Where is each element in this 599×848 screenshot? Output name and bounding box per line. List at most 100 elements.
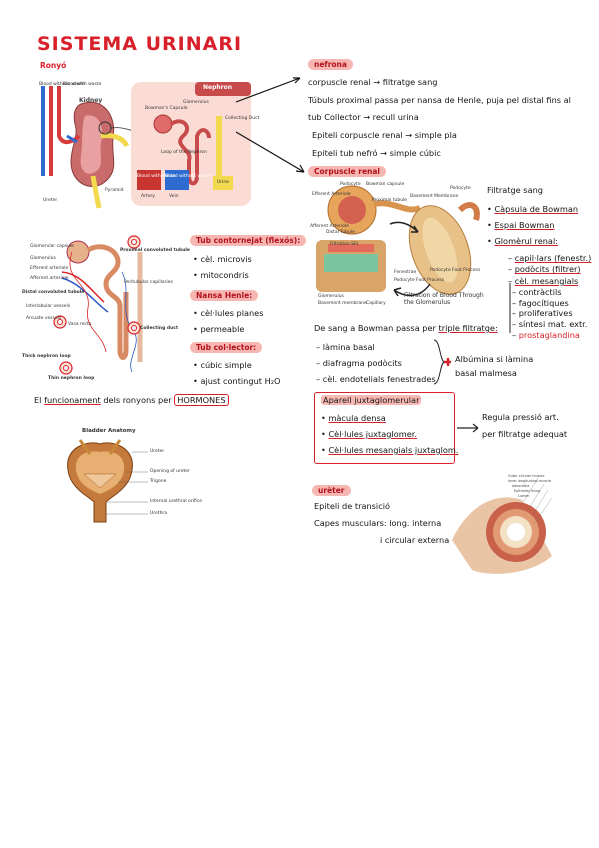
tub-col-item-1: cúbic simple — [200, 360, 252, 370]
hormones-box: HORMONES — [174, 394, 229, 406]
page-title: SISTEMA URINARI — [37, 33, 243, 55]
bladder-label-internal-orifice: Internal urethral orifice — [150, 499, 202, 504]
filtrage-item-fenestrades: cèl. endotelials fenestrades — [322, 373, 436, 384]
corpuscle-label-capillary: Capillary — [366, 301, 386, 306]
bladder-label-ureter: Ureter — [150, 449, 165, 454]
nephron-box-urine: Urine — [217, 180, 230, 185]
corpuscle-figure: Podocyte Bowman capsule Efferent Arterio… — [310, 180, 485, 315]
corpuscle-label-basement-2: Basement membrane — [318, 301, 367, 306]
tubule-label-thick-loop: Thick nephron loop — [22, 354, 71, 359]
jg-item-macula: màcula densa — [328, 413, 386, 423]
jg-box: Aparell juxtaglomerular màcula densa Cèl… — [314, 392, 458, 464]
jg-title-text: Aparell juxtaglomerular — [321, 395, 422, 405]
bladder-label-opening: Opening of ureter — [150, 469, 190, 474]
mesangial-prostaglandina: prostaglandina — [518, 329, 580, 340]
filtrage-brace — [433, 339, 451, 385]
nansa-list: cèl·lules planes permeable — [193, 306, 263, 338]
corpuscle-label-fenestrae: Fenestrae — [394, 270, 417, 275]
heading-tub-collector: Tub col·lector: — [190, 342, 263, 353]
tubule-label-glomerular-capsule: Glomerular capsule — [30, 244, 74, 249]
nephron-label-collecting-duct: Collecting Duct — [225, 116, 260, 121]
kidney-label-blood-with-waste: Blood with waste — [63, 82, 102, 87]
bladder-label-trigone: Trigone — [150, 479, 167, 484]
bladder-label-urethra: Urethra — [150, 511, 168, 516]
mesangial-sintesi: síntesi mat. extr. — [518, 318, 588, 329]
tubule-label-efferent: Efferent arteriole — [30, 266, 69, 271]
tub-contornejat-list: cèl. microvis mitocondris — [193, 252, 252, 284]
funcionament-mid: funcionament — [44, 395, 101, 405]
mesangial-fagocitiques: fagocítiques — [518, 297, 569, 308]
corpuscle-label-glomerulus: Glomerulus — [318, 294, 344, 299]
tubule-figure: Glomerular capsule Proximal convoluted t… — [22, 232, 190, 382]
corpuscle-label-distal: Distal Tubule — [326, 230, 355, 235]
filtrage-highlight: triple filtratge: — [438, 323, 498, 333]
filtrage-line: De sang a Bowman passa per triple filtra… — [314, 323, 498, 334]
jg-right-1: Regula pressió art. — [482, 412, 559, 422]
ureter-fig-outer: Outer circular muscle — [508, 474, 545, 478]
section-heading-ureter: urèter — [312, 485, 351, 496]
nansa-item-1: cèl·lules planes — [200, 308, 264, 318]
nefrona-line-1: corpuscle renal → filtratge sang — [308, 77, 438, 87]
kidney-nephron-figure: Blood without waste Blood with waste Kid… — [33, 76, 260, 211]
page-subtitle: Ronyó — [40, 61, 67, 70]
tubule-label-distal: Distal convoluted tubule — [22, 290, 85, 295]
jg-right-2: per filtratge adequat — [482, 429, 568, 439]
nefrona-line-tubule: Túbuls proximal passa per nansa de Henle… — [308, 95, 571, 105]
ureter-fig-inner: Inner longitudinal muscle — [508, 479, 552, 483]
ureter-line-2: Capes musculars: long. interna — [314, 518, 442, 528]
tub1-item-2: mitocondris — [200, 269, 249, 280]
jg-arrow — [457, 423, 479, 433]
filtrage-item-diafragma: diafragma podòcits — [322, 357, 402, 368]
tub-col-item-2: ajust contingut H₂O — [200, 375, 281, 386]
filtrage-list: làmina basal diafragma podòcits cèl. end… — [316, 340, 436, 388]
tubule-label-vasa-recta: Vasa recta — [68, 322, 92, 327]
nephron-label-vein: Vein — [169, 194, 179, 199]
section-heading-corpuscle: Corpuscle renal — [308, 166, 386, 177]
nefrona-line-2: tub Collector → recull urina — [308, 112, 419, 122]
ureter-line-3: i circular externa — [380, 535, 450, 545]
tubule-label-peritubular: Peritubular capillaries — [124, 280, 173, 285]
corpuscle-label-efferent: Efferent Arteriole — [312, 192, 351, 197]
connector-arrows — [235, 77, 305, 173]
tubule-label-thin-loop: Thin nephron loop — [48, 376, 95, 381]
nephron-box-blood-with-waste: Blood with waste — [137, 174, 176, 179]
nephron-panel-title: Nephron — [203, 84, 233, 91]
tubule-label-arcuate: Arcuate vessels — [26, 316, 62, 321]
tubule-label-afferent: Afferent arteriole — [30, 276, 69, 281]
tub-collector-list: cúbic simple ajust contingut H₂O — [193, 358, 280, 390]
funcionament-line: El funcionament dels ronyons per HORMONE… — [34, 394, 229, 406]
tubule-label-glomerulus: Glomerulus — [30, 256, 56, 261]
tub1-item-1: cèl. microvis — [200, 254, 252, 264]
filtratge-item-espai: Espai Bowman — [494, 219, 555, 230]
corpuscle-label-podocyte-2: Podocyte — [450, 186, 471, 191]
filtratge-list: Càpsula de Bowman Espai Bowman Glomèrul … — [487, 202, 578, 250]
ureter-line-1: Epiteli de transició — [314, 501, 390, 511]
corpuscle-label-basement: Basement Membrane — [410, 194, 459, 199]
nephron-label-glomerulus: Glomerulus — [183, 100, 209, 105]
ureter-fig-epithelial: Epithelial lining — [514, 489, 541, 493]
corpuscle-label-proximal: Proximal tubule — [372, 198, 408, 203]
tubule-illustration — [53, 235, 143, 375]
kidney-label-ureter: Ureter — [43, 198, 58, 203]
nephron-label-artery: Artery — [141, 194, 155, 199]
corpuscle-label-afferent: Afferent Arteriole — [310, 224, 349, 229]
jg-list: màcula densa Cèl·lules juxtaglomer. Cèl·… — [321, 411, 458, 459]
corpuscle-label-filtration-slit: Filtration Slit — [330, 242, 359, 247]
kidney-label-pyramid: Pyramid — [105, 188, 124, 193]
bladder-title: Bladder Anatomy — [82, 428, 136, 434]
tubule-label-collecting-duct: Collecting duct — [140, 326, 179, 331]
tubule-label-proximal: Proximal convoluted tubule — [120, 248, 190, 253]
mesangial-bracket — [509, 283, 511, 333]
glomerul-sublist: capil·lars (fenestr.) podòcits (filtrer)… — [508, 253, 592, 287]
filtratge-item-glomerul: Glomèrul renal: — [494, 235, 558, 246]
nansa-item-2: permeable — [200, 323, 245, 334]
section-heading-nefrona: nefrona — [308, 59, 353, 70]
funcionament-pre: El — [34, 395, 42, 405]
filtrage-line-text: De sang a Bowman passa per — [314, 323, 436, 333]
corpuscle-label-foot-process: Podocyte Foot Process — [394, 278, 445, 283]
heading-tub-contornejat: Tub contornejat (flexós): — [190, 235, 307, 246]
nephron-label-loop: Loop of the Nephron — [161, 150, 208, 155]
corpuscle-caption: Filtration of Blood Through the Glomerul… — [404, 292, 484, 307]
kidney-illustration — [41, 82, 251, 209]
corpuscle-label-foot-process-2: Podocyte Foot Process — [430, 268, 481, 273]
